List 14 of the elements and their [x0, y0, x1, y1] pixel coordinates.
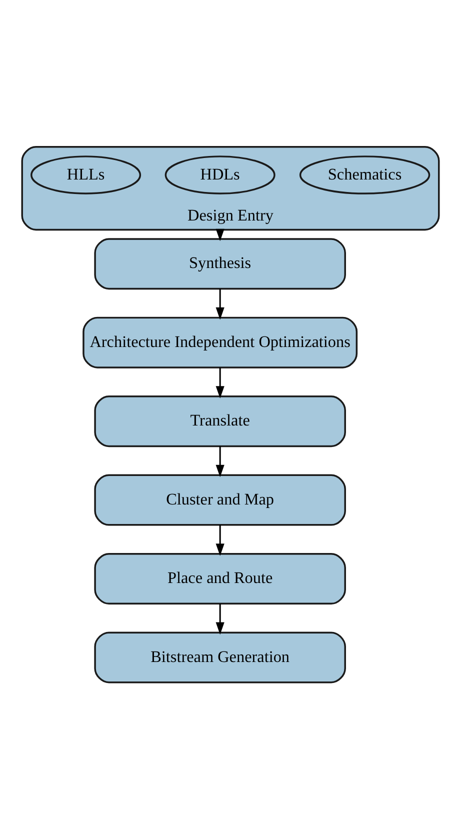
node-box: Architecture Independent Optimizations	[82, 316, 358, 368]
node-box: Bitstream Generation	[94, 632, 346, 684]
arrow	[216, 368, 224, 398]
node-box: Cluster and Map	[94, 474, 346, 526]
arrow	[216, 604, 224, 635]
node-ellipse: HLLs	[30, 156, 142, 194]
node-box: Translate	[94, 396, 346, 448]
arrow	[216, 446, 224, 478]
node-ellipse: Schematics	[299, 156, 430, 194]
arrow	[216, 288, 224, 320]
node-box: Synthesis	[94, 238, 346, 290]
node-box: Place and Route	[94, 553, 346, 605]
arrow	[216, 524, 224, 556]
node-ellipse: HDLs	[164, 156, 276, 194]
